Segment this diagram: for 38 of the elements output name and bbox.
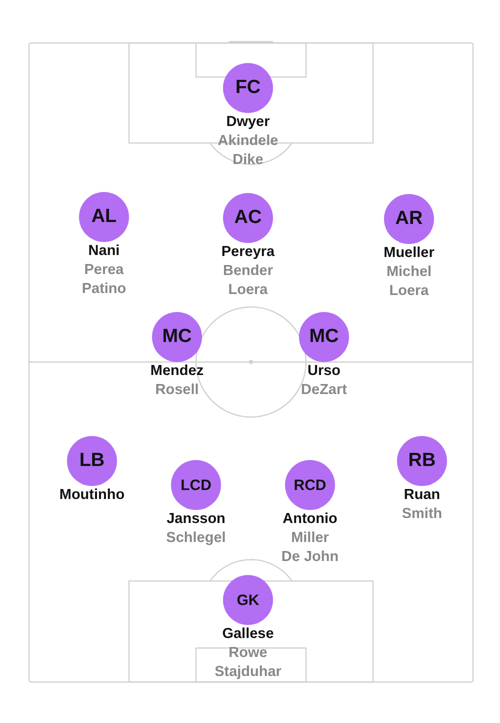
- starter-name: Urso: [306, 362, 342, 381]
- substitute-name: Dike: [232, 151, 264, 170]
- starter-name: Antonio: [282, 510, 338, 529]
- position-marker: FC: [223, 63, 273, 113]
- substitute-name: Akindele: [216, 132, 280, 151]
- substitute-name: Miller: [290, 529, 330, 548]
- starter-name: Gallese: [221, 625, 275, 644]
- substitute-name: Rowe: [228, 644, 268, 663]
- starter-name: Mueller: [382, 244, 436, 263]
- position-marker: LB: [67, 436, 117, 486]
- substitute-name: De John: [280, 548, 340, 567]
- substitute-name: DeZart: [300, 381, 348, 400]
- substitute-name: Stajduhar: [214, 663, 282, 682]
- position-marker: MC: [152, 312, 202, 362]
- starter-name: Jansson: [166, 510, 226, 529]
- starter-name: Nani: [87, 242, 121, 261]
- substitute-name: Perea: [83, 261, 125, 280]
- starter-name: Dwyer: [225, 113, 271, 132]
- position-marker: AL: [79, 192, 129, 242]
- substitute-name: Bender: [222, 262, 274, 281]
- substitute-name: Schlegel: [165, 529, 227, 548]
- substitute-name: Michel: [385, 263, 433, 282]
- position-marker: MC: [299, 312, 349, 362]
- position-marker: AC: [223, 193, 273, 243]
- substitute-name: Patino: [80, 280, 128, 299]
- position-marker: GK: [223, 575, 273, 625]
- substitute-name: Loera: [227, 281, 269, 300]
- position-marker: AR: [384, 194, 434, 244]
- starter-name: Ruan: [402, 486, 442, 505]
- starter-name: Pereyra: [220, 243, 276, 262]
- substitute-name: Smith: [400, 505, 444, 524]
- position-marker: RCD: [285, 460, 335, 510]
- substitute-name: Rosell: [154, 381, 200, 400]
- position-marker: LCD: [171, 460, 221, 510]
- starter-name: Moutinho: [58, 486, 126, 505]
- starter-name: Mendez: [149, 362, 205, 381]
- position-marker: RB: [397, 436, 447, 486]
- substitute-name: Loera: [388, 282, 430, 301]
